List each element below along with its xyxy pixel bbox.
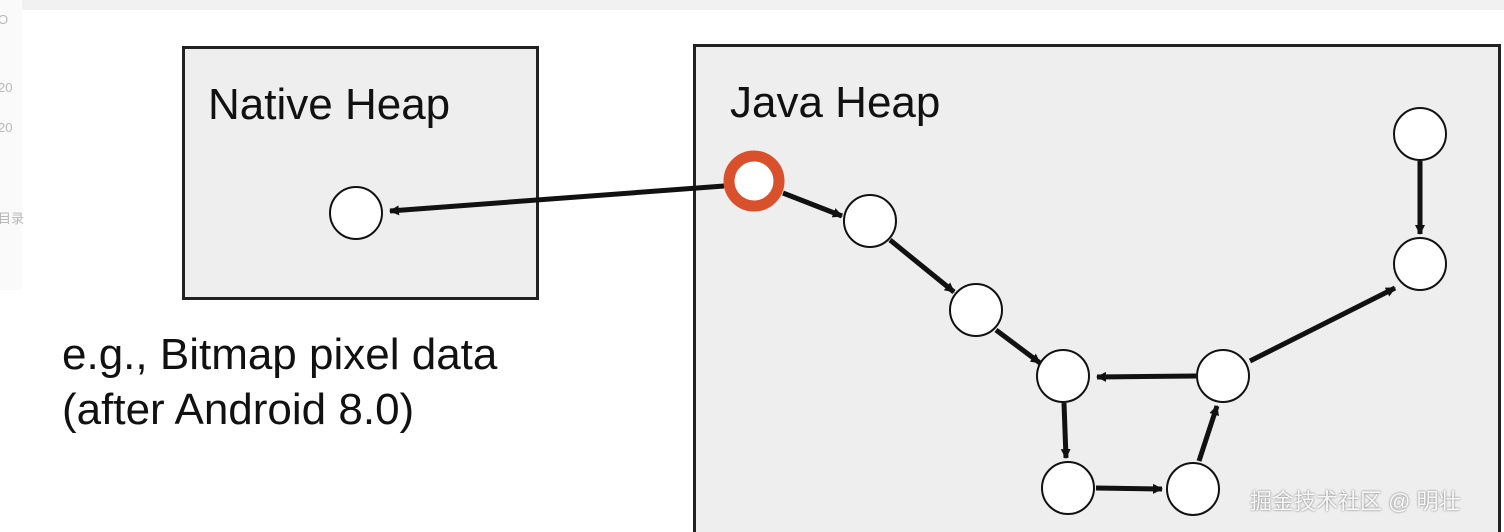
caption-line-2: (after Android 8.0) [62, 385, 415, 434]
object-node [1393, 237, 1447, 291]
native-heap-box [182, 46, 539, 300]
edge-fragment: O [0, 12, 9, 27]
object-node [1393, 107, 1447, 161]
edge-a-to-b [888, 238, 956, 294]
left-edge-strip: O 20 20 目录 [0, 0, 25, 290]
edge-fragment: 20 [0, 80, 13, 95]
object-node [1166, 462, 1220, 516]
edge-e-to-f [1196, 405, 1220, 462]
object-node [1036, 349, 1090, 403]
edge-fragment: 20 [0, 120, 13, 135]
edge-c-to-d [1060, 402, 1071, 459]
java-heap-title: Java Heap [730, 78, 941, 127]
edge-d-to-e [1095, 483, 1163, 494]
object-node [843, 194, 897, 248]
edge-root-to-a [782, 190, 843, 219]
source-watermark: 掘金技术社区 @ 明壮 [1250, 489, 1461, 514]
object-node [1041, 461, 1095, 515]
java-heap-box [693, 44, 1501, 532]
object-node [1196, 349, 1250, 403]
native-object-node [329, 186, 383, 240]
edge-root-to-native [389, 183, 725, 216]
edge-f-to-g [1248, 285, 1397, 364]
top-page-strip [0, 0, 1504, 10]
edge-f-to-c [1096, 371, 1197, 382]
object-node [949, 283, 1003, 337]
native-heap-title: Native Heap [208, 80, 451, 129]
caption-line-1: e.g., Bitmap pixel data [62, 330, 498, 379]
edge-b-to-c [994, 328, 1042, 365]
gc-root-highlighted-node [723, 150, 785, 212]
edge-fragment: 目录 [0, 211, 25, 226]
